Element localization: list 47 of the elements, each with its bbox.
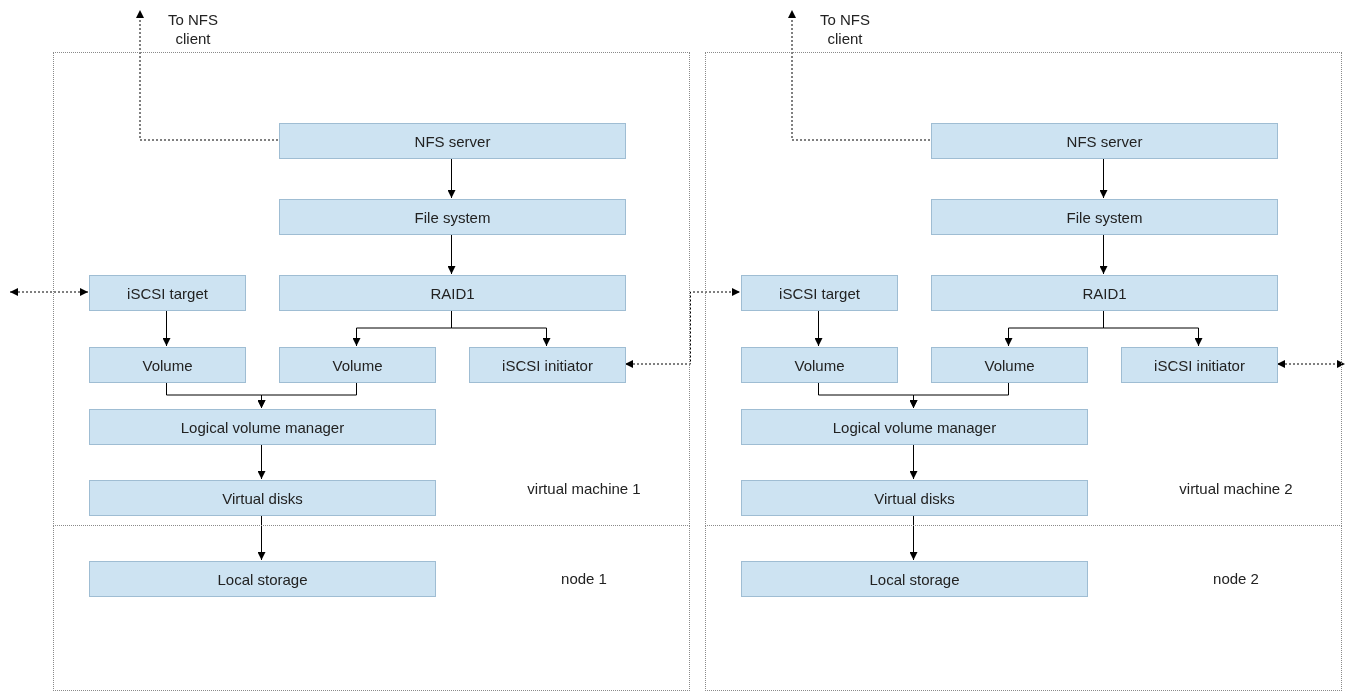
process-box: Volume [279, 347, 436, 383]
process-box: Local storage [89, 561, 436, 597]
arrow [909, 514, 918, 561]
arrow [447, 233, 456, 275]
arrow [447, 157, 456, 199]
annotation-text: To NFS client [787, 10, 887, 48]
process-box: Virtual disks [741, 480, 1088, 516]
arrow [909, 381, 1009, 409]
arrow [788, 9, 931, 141]
process-box: iSCSI target [89, 275, 246, 311]
arrow [136, 9, 279, 141]
arrow [909, 443, 918, 480]
process-box: RAID1 [931, 275, 1278, 311]
process-box: Logical volume manager [89, 409, 436, 445]
process-box: Volume [741, 347, 898, 383]
double-arrow [9, 288, 89, 296]
arrow [257, 514, 266, 561]
arrow [1099, 157, 1108, 199]
region-label: node 1 [560, 569, 608, 588]
region-label: virtual machine 1 [526, 479, 642, 498]
dashed-region [705, 52, 1342, 526]
process-box: NFS server [931, 123, 1278, 159]
region-label: node 2 [1212, 569, 1260, 588]
process-box: Volume [931, 347, 1088, 383]
region-label: virtual machine 2 [1178, 479, 1294, 498]
process-box: NFS server [279, 123, 626, 159]
dashed-region [53, 52, 690, 526]
annotation-text: To NFS client [135, 10, 235, 48]
process-box: iSCSI target [741, 275, 898, 311]
dashed-region [705, 525, 1342, 691]
arrow [1099, 233, 1108, 275]
arrow [814, 309, 823, 347]
double-arrow [1276, 360, 1346, 368]
process-box: Volume [89, 347, 246, 383]
arrow [257, 381, 357, 409]
process-box: File system [279, 199, 626, 235]
arrow [162, 309, 171, 347]
double-arrow [624, 288, 741, 368]
process-box: Logical volume manager [741, 409, 1088, 445]
process-box: Virtual disks [89, 480, 436, 516]
dashed-region [53, 525, 690, 691]
process-box: File system [931, 199, 1278, 235]
process-box: RAID1 [279, 275, 626, 311]
process-box: iSCSI initiator [1121, 347, 1278, 383]
process-box: iSCSI initiator [469, 347, 626, 383]
process-box: Local storage [741, 561, 1088, 597]
arrow [257, 443, 266, 480]
